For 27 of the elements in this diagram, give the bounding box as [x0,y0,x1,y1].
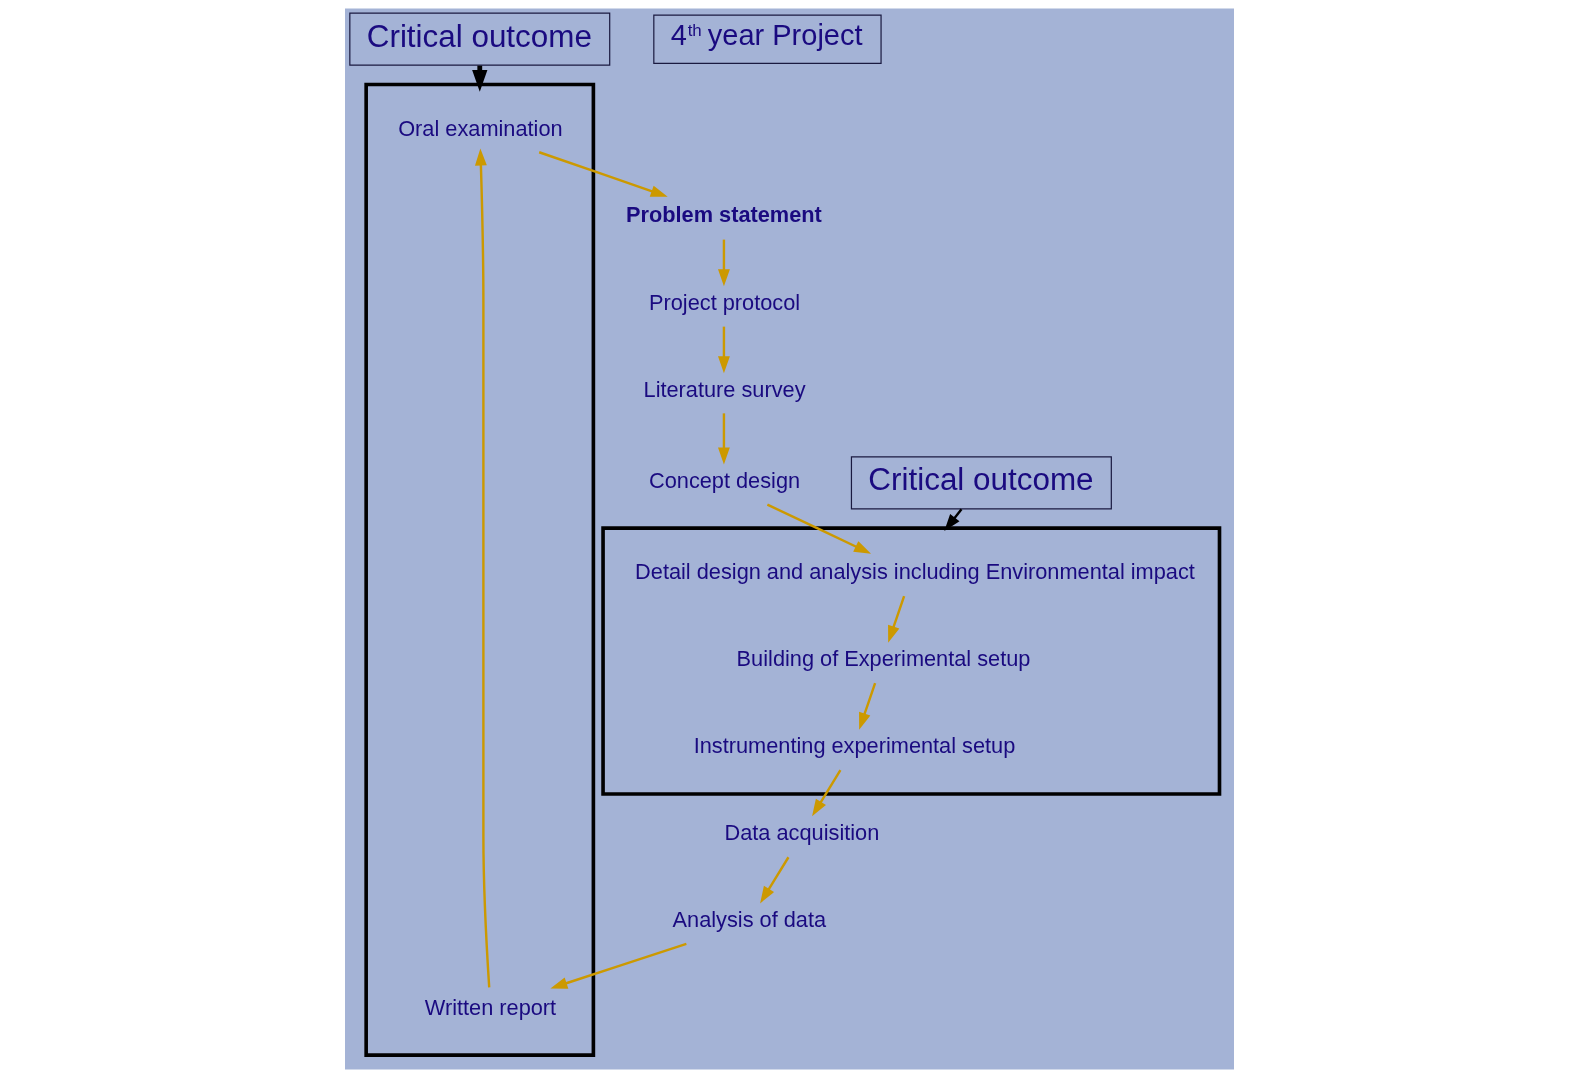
arrow [766,503,872,554]
arrow [550,942,687,989]
node-box: Critical outcome [349,12,611,66]
node-text: Concept design [648,468,801,494]
node-text: Analysis of data [672,907,827,933]
node-text: Building of Experimental setup [736,646,1031,672]
cluster [364,82,596,1057]
node-text: Literature survey [643,376,806,402]
arrow [474,148,491,988]
arrow [538,151,668,197]
arrow [718,413,730,465]
node-text: Written report [424,994,557,1020]
node-box: 4$^{th}$ year Project [653,14,882,64]
node-text: Project protocol [648,289,801,315]
arrow [760,856,790,904]
arrow [718,239,730,287]
arrow [812,769,842,817]
node-text: Problem statement [626,201,822,227]
arrow [718,326,730,374]
cluster [601,526,1222,796]
node-text: Data acquisition [724,820,880,846]
arrow [888,595,906,643]
node-text: Oral examination [398,115,563,141]
node-box: Critical outcome [850,456,1112,510]
node-text: Instrumenting experimental setup [693,733,1016,759]
node-text: Detail design and analysis including Environmental impact [635,559,1195,585]
arrow [859,682,877,730]
